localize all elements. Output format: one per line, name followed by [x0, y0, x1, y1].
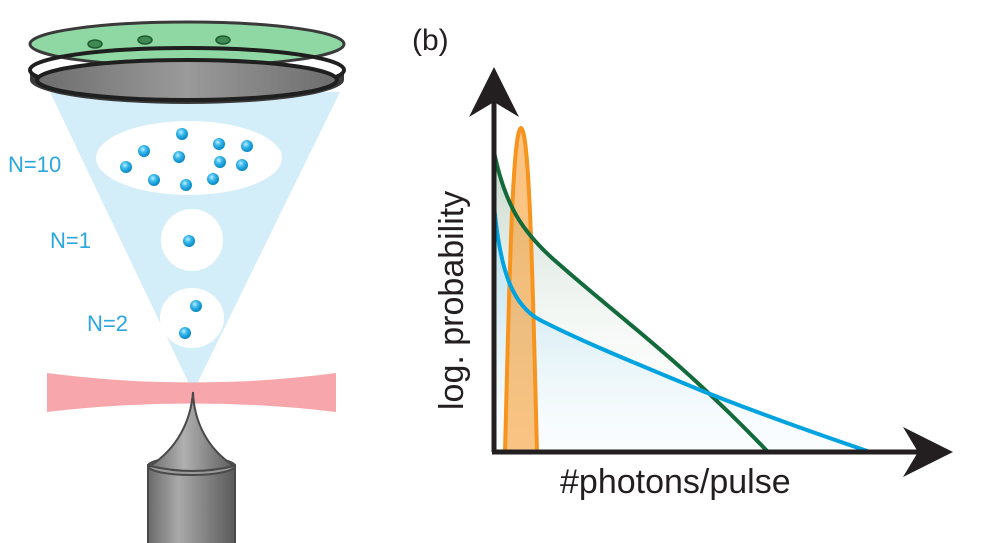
mcp-plate — [35, 58, 339, 102]
detector-spot — [137, 35, 153, 45]
y-axis-label: log. probability — [433, 191, 471, 410]
electron-dot — [138, 145, 150, 157]
electron-dot — [173, 151, 185, 163]
detector-spot — [87, 39, 103, 49]
electron-dot — [120, 161, 132, 173]
electron-dot — [207, 173, 219, 185]
electron-dot — [183, 235, 195, 247]
electron-dot — [179, 327, 191, 339]
electron-dot — [241, 140, 253, 152]
group-n10: N=10 — [8, 121, 282, 195]
label-n1: N=1 — [50, 228, 91, 253]
label-n10: N=10 — [8, 152, 61, 177]
electron-dot — [236, 159, 248, 171]
orange-peak — [502, 125, 540, 454]
electron-dot — [176, 128, 188, 140]
detector-spot — [215, 35, 231, 45]
electron-dot — [180, 179, 192, 191]
label-n2: N=2 — [87, 311, 128, 336]
tip-cone — [147, 391, 237, 472]
detector — [28, 20, 346, 104]
blue-curve — [492, 204, 871, 454]
electron-dot — [214, 156, 226, 168]
group-n2: N=2 — [87, 288, 224, 348]
right-panel: (b) #photons/pulse log. probability — [412, 24, 953, 501]
blue-shade — [494, 205, 870, 452]
electron-dot — [213, 138, 225, 150]
electron-dot — [148, 174, 160, 186]
nanotip — [147, 391, 237, 543]
tip-holder — [147, 464, 236, 543]
electron-dot — [190, 300, 202, 312]
laser-beam — [47, 373, 336, 412]
group-bubble — [96, 121, 282, 195]
left-panel: N=10 N=1 N=2 — [8, 20, 346, 543]
group-n1: N=1 — [50, 209, 223, 271]
group-bubble — [160, 288, 224, 348]
green-curve — [492, 151, 770, 454]
x-axis-label: #photons/pulse — [560, 463, 791, 501]
panel-label: (b) — [412, 24, 449, 57]
